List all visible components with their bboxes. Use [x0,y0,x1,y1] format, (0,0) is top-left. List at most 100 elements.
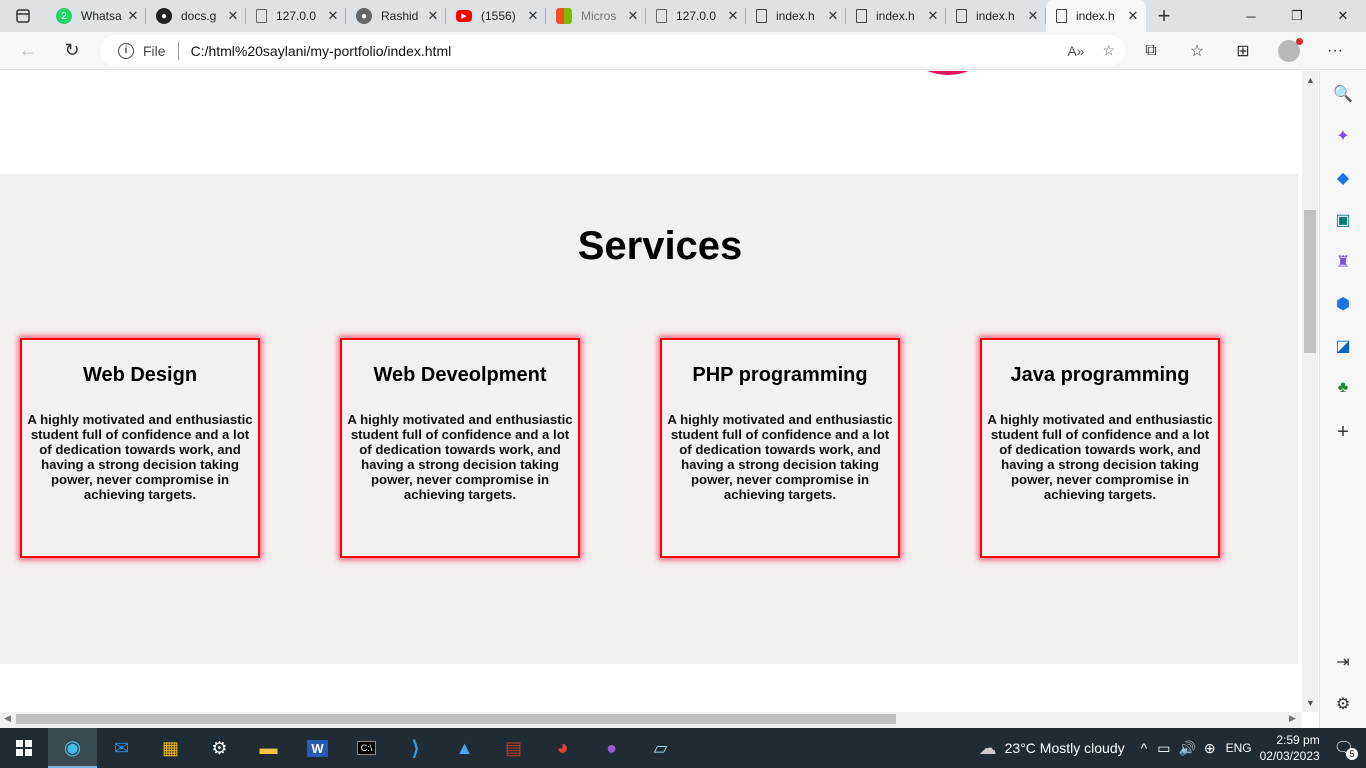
more-menu-icon[interactable]: ··· [1327,42,1343,59]
microsoft365-icon[interactable]: ⬢ [1336,296,1350,313]
clock[interactable]: 2:59 pm 02/03/2023 [1260,732,1320,764]
tools-icon[interactable]: ▣ [1335,212,1351,229]
tab-title: 127.0.0 [676,9,717,23]
service-card: Web Deveolpment A highly motivated and e… [340,338,580,558]
close-tab-icon[interactable]: ✕ [827,8,839,23]
tab-youtube[interactable]: ▶ (1556) ✕ [446,0,546,32]
volume-icon[interactable]: 🔊 [1178,739,1196,756]
settings-gear-icon[interactable]: ⚙ [1335,696,1351,713]
url-text[interactable]: C:/html%20saylani/my-portfolio/index.htm… [190,42,452,59]
new-tab-button[interactable]: + [1157,3,1171,28]
close-window-button[interactable]: ✕ [1337,8,1349,23]
close-tab-icon[interactable]: ✕ [527,8,539,23]
scroll-right-icon[interactable]: ▶ [1289,713,1296,723]
vertical-scrollbar[interactable]: ▲ ▼ [1302,71,1318,712]
outlook-icon[interactable]: ◪ [1335,338,1351,355]
tab-actions-button[interactable] [0,0,46,32]
chrome-icon: ◕ [556,736,569,759]
show-hidden-icons-icon[interactable]: ^ [1140,740,1148,756]
drop-icon[interactable]: ♣ [1337,379,1349,396]
terminal-taskbar-icon[interactable]: C:\ [342,728,391,768]
tab-docs[interactable]: ● docs.g ✕ [146,0,246,32]
windows-logo-icon [16,740,32,756]
refresh-button[interactable]: ↻ [64,40,80,60]
word-taskbar-icon[interactable]: W [293,728,342,768]
minimize-button[interactable]: ─ [1246,8,1256,24]
whatsapp-icon: 2 [56,8,72,24]
tab-index-2[interactable]: index.h ✕ [846,0,946,32]
close-tab-icon[interactable]: ✕ [427,8,439,23]
restore-button[interactable]: ❐ [1291,8,1303,23]
horizontal-scrollbar[interactable]: ◀ ▶ [0,712,1302,728]
tab-github[interactable]: ● Rashid ✕ [346,0,446,32]
settings-taskbar-icon[interactable]: ⚙ [195,728,244,768]
github-desktop-taskbar-icon[interactable]: ● [587,728,636,768]
close-tab-icon[interactable]: ✕ [127,8,139,23]
service-card-text: A highly motivated and enthusiastic stud… [667,412,893,502]
back-button[interactable]: ← [19,40,37,60]
notepad-taskbar-icon[interactable]: ▱ [636,728,685,768]
notifications-icon[interactable]: 🗨5 [1334,738,1358,760]
tab-index-1[interactable]: index.h ✕ [746,0,846,32]
explorer-taskbar-icon[interactable]: ▬ [244,728,293,768]
close-tab-icon[interactable]: ✕ [727,8,739,23]
tab-whatsapp[interactable]: 2 Whatsa ✕ [46,0,146,32]
close-tab-icon[interactable]: ✕ [927,8,939,23]
vscode-taskbar-icon[interactable]: ⟩ [391,728,440,768]
close-tab-icon[interactable]: ✕ [1027,8,1039,23]
scroll-left-icon[interactable]: ◀ [4,713,11,723]
hide-sidebar-icon[interactable]: ⇥ [1336,654,1350,671]
info-icon[interactable]: i [118,42,134,59]
photos-taskbar-icon[interactable]: ▲ [440,728,489,768]
winrar-icon: ▤ [504,737,522,758]
horizontal-scroll-thumb[interactable] [16,714,896,724]
collections-icon[interactable]: ⊞ [1236,43,1250,60]
language-indicator[interactable]: ENG [1225,741,1252,755]
profile-image-circle [892,71,1004,75]
tab-index-active[interactable]: index.h ✕ [1046,0,1146,32]
winrar-taskbar-icon[interactable]: ▤ [489,728,538,768]
network-icon[interactable]: ⊕ [1203,739,1216,756]
store-taskbar-icon[interactable]: ▦ [146,728,195,768]
address-bar[interactable]: i File C:/html%20saylani/my-portfolio/in… [100,35,1125,66]
copilot-icon[interactable]: ✦ [1336,128,1350,145]
favorites-icon[interactable]: ☆ [1189,43,1205,60]
scroll-down-icon[interactable]: ▼ [1306,698,1315,708]
battery-icon[interactable]: ▭ [1157,739,1171,756]
browser-tools: ⧉ ☆ ⊞ ··· [1128,35,1358,67]
service-card: PHP programming A highly motivated and e… [660,338,900,558]
read-aloud-icon[interactable]: A» [1067,42,1085,59]
profile-avatar[interactable] [1278,38,1303,62]
youtube-icon: ▶ [456,10,472,22]
window-controls: ─ ❐ ✕ [1228,0,1366,32]
page-icon [656,9,667,23]
tab-microsoft[interactable]: Micros ✕ [546,0,646,32]
weather-text[interactable]: 23°C Mostly cloudy [1004,740,1125,756]
shopping-icon[interactable]: ◆ [1336,170,1350,187]
tab-title: Whatsa [81,9,122,23]
tab-index-3[interactable]: index.h ✕ [946,0,1046,32]
close-tab-icon[interactable]: ✕ [627,8,639,23]
close-tab-icon[interactable]: ✕ [1127,8,1139,23]
scheme-label: File [143,42,166,59]
add-favorite-icon[interactable]: ☆ [1102,42,1115,58]
close-tab-icon[interactable]: ✕ [327,8,339,23]
tab-localhost-2[interactable]: 127.0.0 ✕ [646,0,746,32]
address-actions: A» ☆ [1067,35,1115,66]
notification-count: 5 [1346,748,1358,760]
scroll-up-icon[interactable]: ▲ [1306,75,1315,85]
vertical-scroll-thumb[interactable] [1304,210,1316,353]
page-icon [1056,9,1067,23]
games-icon[interactable]: ♜ [1335,254,1351,271]
service-card: Web Design A highly motivated and enthus… [20,338,260,558]
extensions-icon[interactable]: ⧉ [1145,42,1157,59]
mail-taskbar-icon[interactable]: ✉ [97,728,146,768]
search-icon[interactable]: 🔍 [1333,86,1353,103]
chrome-taskbar-icon[interactable]: ◕ [538,728,587,768]
weather-cloud-icon: ☁ [978,737,997,758]
windows-start-icon[interactable] [0,728,48,768]
close-tab-icon[interactable]: ✕ [227,8,239,23]
tab-localhost[interactable]: 127.0.0 ✕ [246,0,346,32]
add-sidebar-app-icon[interactable]: + [1337,420,1349,443]
edge-taskbar-icon[interactable]: ◉ [48,728,97,768]
